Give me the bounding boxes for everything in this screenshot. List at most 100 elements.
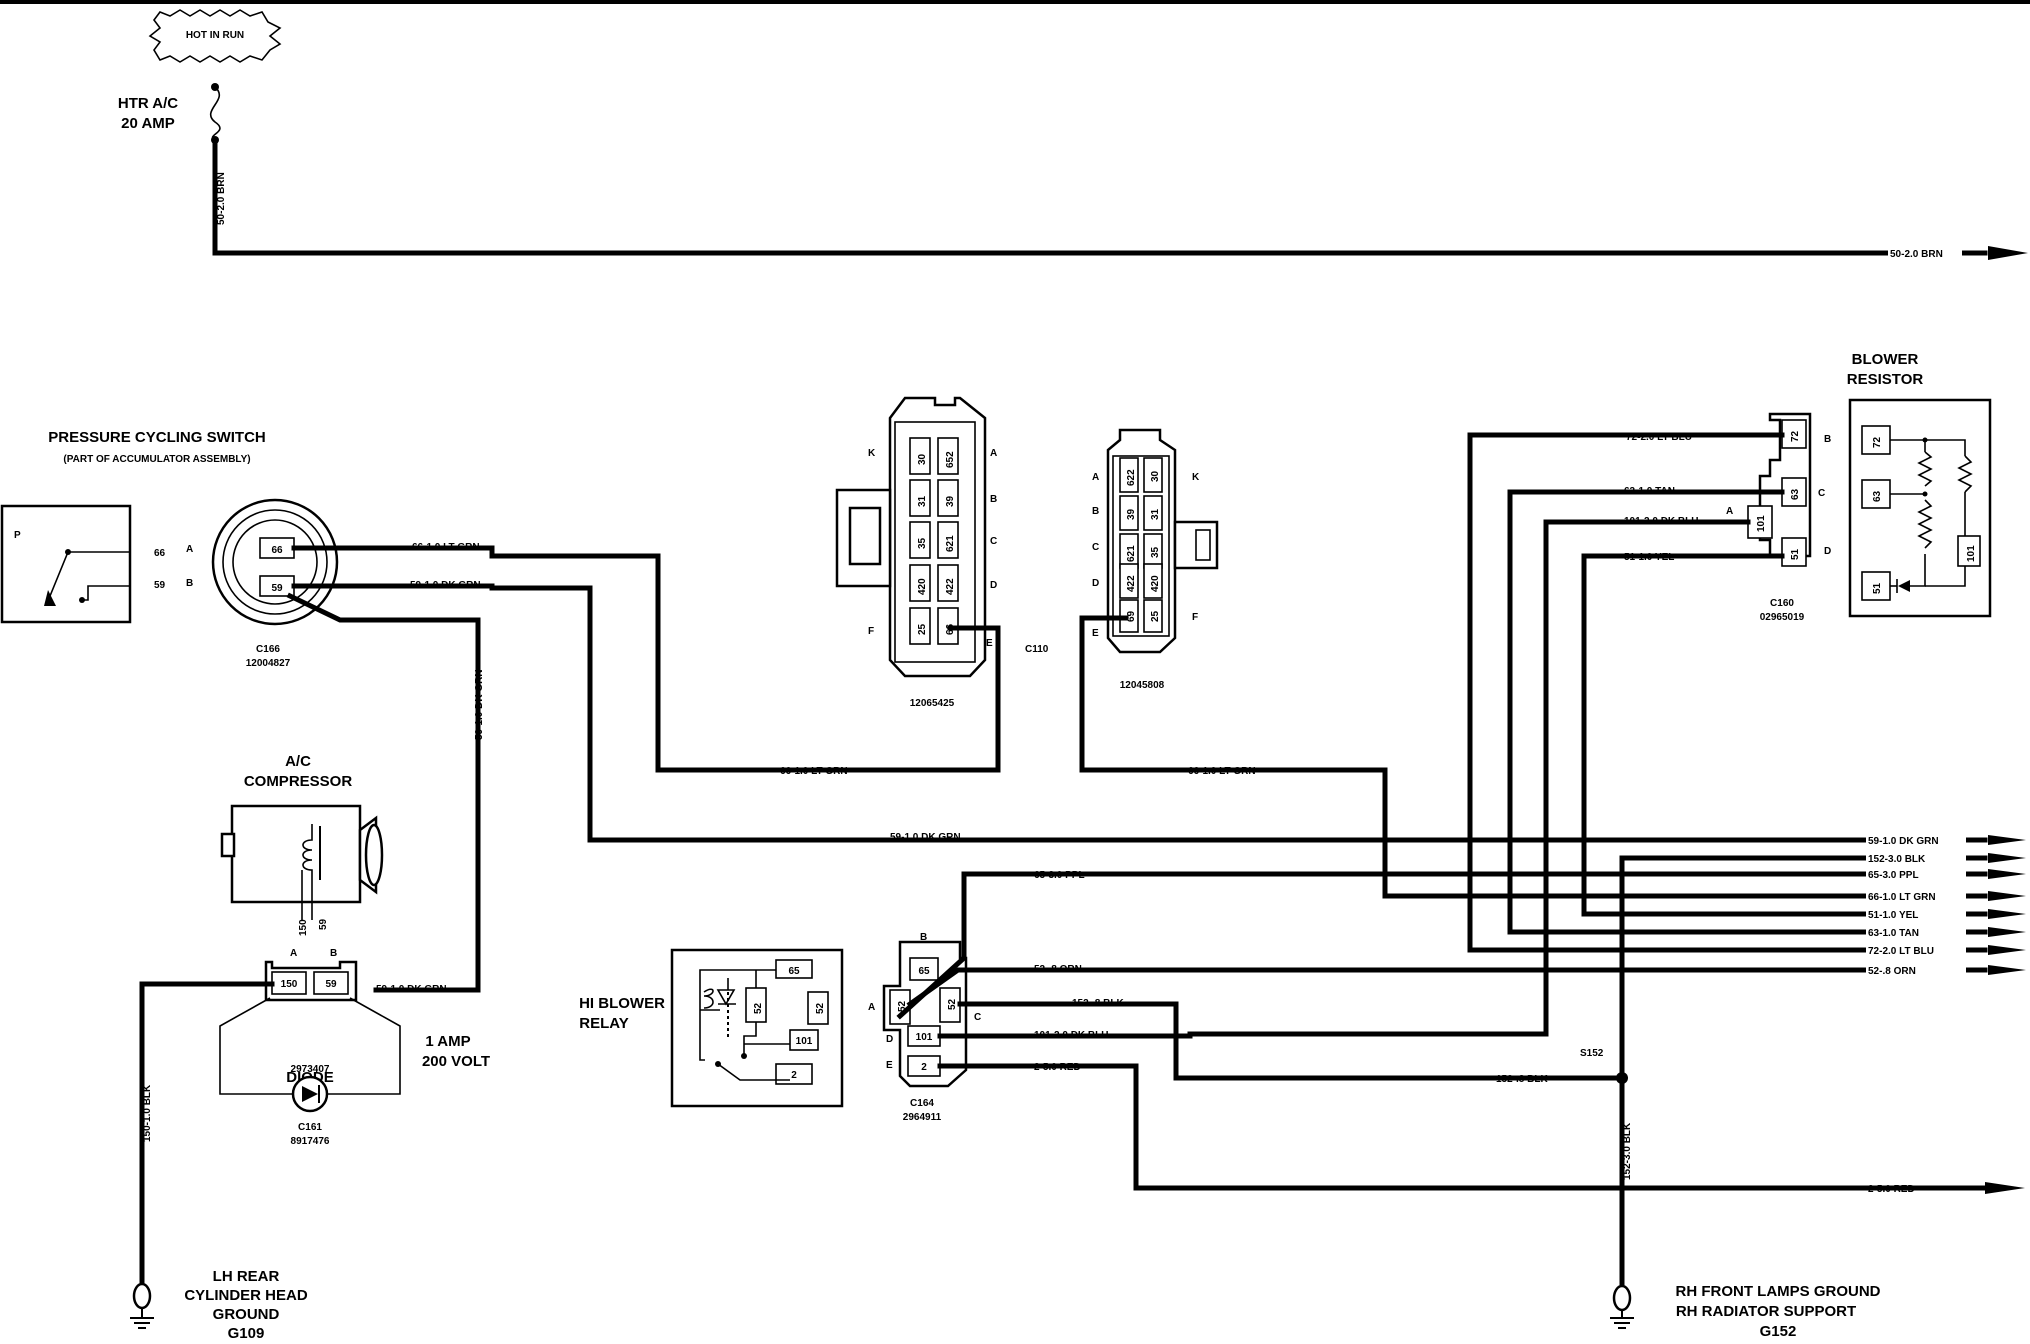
wire-66-switch (291, 545, 1001, 773)
svg-text:59: 59 (271, 583, 283, 594)
svg-text:30: 30 (917, 453, 928, 465)
svg-text:150: 150 (298, 919, 309, 936)
fuse-label-1: HTR A/C (118, 95, 178, 112)
wire-59-switch (291, 583, 1988, 843)
pressure-cycling-switch: P 66 59 66 59 A B C166 12004827 (0, 498, 339, 669)
wire-63 (1507, 489, 1988, 935)
svg-text:2: 2 (921, 1062, 927, 1073)
svg-text:C: C (1092, 542, 1099, 553)
wire-72 (1467, 432, 1988, 953)
wire-150-blk (139, 981, 275, 1293)
svg-text:A: A (1726, 506, 1733, 517)
svg-text:GROUND: GROUND (213, 1306, 280, 1323)
svg-text:C: C (974, 1012, 981, 1023)
svg-text:101: 101 (1966, 545, 1977, 562)
svg-text:65-3.0 PPL: 65-3.0 PPL (1034, 870, 1085, 881)
svg-text:621: 621 (945, 535, 956, 552)
svg-text:101-2.0 DK BLU: 101-2.0 DK BLU (1624, 516, 1698, 527)
pressure-switch-subtitle: (PART OF ACCUMULATOR ASSEMBLY) (63, 454, 250, 465)
diode-assembly: A B 150 59 2973407 DIODE C161 8917476 (219, 948, 401, 1147)
svg-text:72: 72 (1872, 436, 1883, 448)
svg-text:E: E (886, 1060, 893, 1071)
svg-text:B: B (330, 948, 337, 959)
right-harness-labels: 59-1.0 DK GRN 152-3.0 BLK 65-3.0 PPL 66-… (1866, 834, 2026, 977)
svg-text:59-1.0 DK GRN: 59-1.0 DK GRN (890, 832, 961, 843)
svg-text:2-5.0 RED: 2-5.0 RED (1868, 1184, 1915, 1195)
svg-text:51: 51 (1790, 548, 1801, 560)
svg-text:622: 622 (1126, 469, 1137, 486)
svg-text:02965019: 02965019 (1760, 612, 1805, 623)
svg-text:101: 101 (796, 1036, 813, 1047)
svg-text:B: B (1092, 506, 1099, 517)
svg-text:31: 31 (1150, 508, 1161, 520)
svg-text:RH FRONT LAMPS GROUND: RH FRONT LAMPS GROUND (1676, 1283, 1881, 1300)
svg-text:2964911: 2964911 (903, 1112, 942, 1123)
wire-101-top (1187, 519, 1751, 1037)
svg-text:E: E (986, 638, 993, 649)
svg-text:F: F (1192, 612, 1198, 623)
wire-59-vertical (286, 592, 481, 993)
svg-text:66-1.0 LT GRN: 66-1.0 LT GRN (1188, 766, 1256, 777)
svg-text:51: 51 (1872, 582, 1883, 594)
htr-ac-fuse: HTR A/C 20 AMP (118, 83, 221, 144)
svg-text:150: 150 (281, 979, 298, 990)
svg-text:59-1.0 DK GRN: 59-1.0 DK GRN (376, 984, 447, 995)
svg-text:A: A (186, 544, 193, 555)
svg-text:65: 65 (918, 966, 930, 977)
svg-text:152-.8 BLK: 152-.8 BLK (1072, 998, 1124, 1009)
svg-text:420: 420 (1150, 575, 1161, 592)
wire-66-right (1079, 615, 1988, 899)
svg-text:C164: C164 (910, 1098, 934, 1109)
svg-text:63: 63 (1872, 490, 1883, 502)
ac-compressor: 150 59 (220, 804, 384, 936)
svg-text:63-1.0 TAN: 63-1.0 TAN (1868, 928, 1919, 939)
blower-resistor: 72 63 101 51 (1848, 398, 1992, 618)
svg-text:C166: C166 (256, 644, 280, 655)
ground-g109-symbol (130, 1282, 154, 1329)
svg-text:59-1.0 DK GRN: 59-1.0 DK GRN (474, 669, 485, 740)
svg-text:12004827: 12004827 (246, 658, 291, 669)
hot-in-run-label: HOT IN RUN (186, 30, 244, 41)
svg-text:65-3.0 PPL: 65-3.0 PPL (1868, 870, 1919, 881)
blower-resistor-title-2: RESISTOR (1847, 371, 1924, 388)
connector-c110-right: 622 30 39 31 621 35 422 420 69 25 A K B … (1092, 428, 1219, 691)
svg-text:101: 101 (916, 1032, 933, 1043)
svg-text:152-3.0 BLK: 152-3.0 BLK (1622, 1122, 1633, 1180)
svg-text:69: 69 (1126, 610, 1137, 622)
svg-text:C160: C160 (1770, 598, 1794, 609)
svg-text:152-3.0 BLK: 152-3.0 BLK (1868, 854, 1926, 865)
svg-text:63: 63 (1790, 488, 1801, 500)
svg-text:422: 422 (1126, 575, 1137, 592)
arrow-50 (1988, 246, 2028, 260)
svg-text:LH REAR: LH REAR (213, 1268, 280, 1285)
svg-text:D: D (1092, 578, 1099, 589)
pressure-switch-title: PRESSURE CYCLING SWITCH (48, 429, 266, 446)
hot-in-run-badge: HOT IN RUN (148, 9, 282, 63)
ground-g152-symbol (1610, 1284, 1634, 1329)
svg-text:8917476: 8917476 (291, 1136, 330, 1147)
c110-label: C110 (1025, 644, 1049, 655)
svg-text:D: D (990, 580, 997, 591)
svg-text:30: 30 (1150, 470, 1161, 482)
svg-text:72-2.0 LT BLU: 72-2.0 LT BLU (1868, 946, 1934, 957)
hi-blower-relay-title-1: HI BLOWER (579, 995, 665, 1012)
diode-rating-2: 200 VOLT (422, 1053, 490, 1070)
svg-text:12045808: 12045808 (1120, 680, 1165, 691)
wire-2-red (937, 1063, 1988, 1191)
svg-text:35: 35 (917, 537, 928, 549)
svg-text:52-.8 ORN: 52-.8 ORN (1868, 966, 1916, 977)
svg-text:66: 66 (271, 545, 283, 556)
wire-152-blk (957, 1001, 1625, 1081)
svg-text:59: 59 (154, 580, 166, 591)
svg-text:B: B (186, 578, 193, 589)
svg-text:E: E (1092, 628, 1099, 639)
svg-text:A: A (1092, 472, 1099, 483)
connector-c160: 72 63 101 51 B C A D C160 02965019 (1726, 412, 1831, 623)
svg-text:422: 422 (945, 578, 956, 595)
svg-text:51-1.0 YEL: 51-1.0 YEL (1624, 552, 1674, 563)
svg-text:C: C (1818, 488, 1825, 499)
svg-text:K: K (868, 448, 876, 459)
wire-50-brn (212, 142, 1988, 256)
svg-text:52: 52 (947, 998, 958, 1010)
